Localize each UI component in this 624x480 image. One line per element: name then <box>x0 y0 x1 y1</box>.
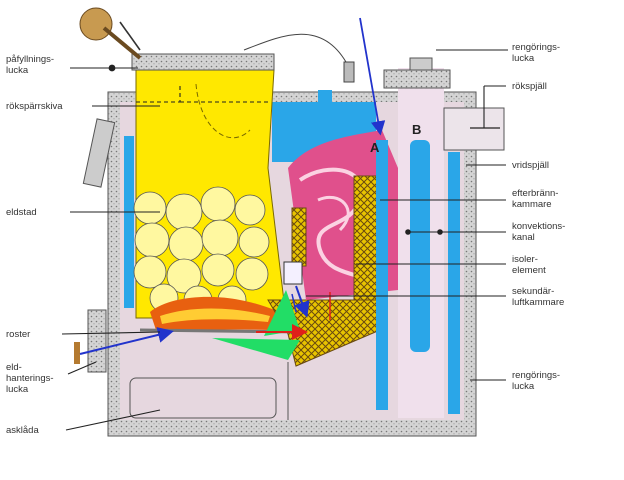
label-rokspjall: rökspjäll <box>512 81 547 92</box>
water-jacket-pipe <box>318 90 332 104</box>
afterburn-swirl <box>298 167 382 292</box>
water-jacket-right-divider <box>376 140 388 410</box>
label-vridspjall: vridspjäll <box>512 160 549 171</box>
primary-airflow <box>264 290 300 336</box>
label-eldhanteringslucka: eld- hanterings- lucka <box>6 362 56 395</box>
label-sekundarluftkammare: sekundär- luftkammare <box>512 286 564 308</box>
label-askdada: asklåda <box>6 425 39 436</box>
leader-dot-konv-1 <box>405 229 411 235</box>
label-rokspjallskiva: rökspärrskiva <box>6 101 63 112</box>
afterburn-swirl-2 <box>317 195 350 232</box>
marker-a: A <box>370 140 380 155</box>
label-rengoringslucka-bottom: rengörings- lucka <box>512 370 563 392</box>
leader-roster <box>61 331 161 335</box>
fire-door <box>87 309 107 373</box>
sekundarluft-chamber <box>283 261 303 285</box>
chain <box>243 33 347 63</box>
air-arrow <box>79 327 174 355</box>
water-jacket-left <box>124 136 134 308</box>
label-efterbrannkammare: efterbränn- kammare <box>512 188 561 210</box>
lever-arm <box>102 26 142 60</box>
sec-air-arrow-h <box>291 293 297 313</box>
water-tube-left <box>410 140 430 352</box>
sec-air-arrow <box>294 285 310 318</box>
door-handle <box>74 342 80 364</box>
lever-rod <box>119 21 141 51</box>
label-pafyllningslucka: påfyllnings- lucka <box>6 54 57 76</box>
ash-box <box>129 377 277 419</box>
label-konvektionskanal: konvektions- kanal <box>512 221 568 243</box>
leader-dot-konv-2 <box>437 229 443 235</box>
loading-insulation <box>131 53 275 71</box>
leader-eldhanteringslucka <box>67 361 97 375</box>
fire-glow <box>160 308 270 324</box>
convection-top-cap <box>383 69 451 89</box>
water-tube-right <box>448 152 460 414</box>
chain-weight <box>343 61 355 83</box>
log-pile <box>133 186 270 315</box>
front-panel <box>82 118 116 188</box>
label-eldstad: eldstad <box>6 207 37 218</box>
label-roster: roster <box>6 329 30 340</box>
secondary-airflow <box>212 338 300 360</box>
leader-dot-pafyllning <box>108 64 116 72</box>
label-isolerelement: isoler- element <box>512 254 546 276</box>
smoke-baffle <box>136 84 268 103</box>
leader-askdada <box>65 409 161 431</box>
label-rengoringslucka-top: rengörings- lucka <box>512 42 563 64</box>
lever-knob <box>79 7 113 41</box>
marker-b: B <box>412 122 421 137</box>
cleaning-door-top <box>409 57 433 71</box>
isolerelement-left <box>291 207 307 267</box>
baffle-dashes <box>195 83 251 139</box>
smoke-outlet <box>443 107 505 151</box>
flue-arrow <box>359 17 386 136</box>
